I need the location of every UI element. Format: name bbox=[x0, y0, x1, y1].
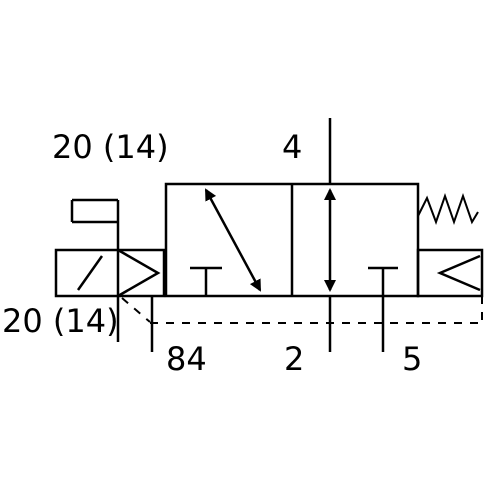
port-84-label: 84 bbox=[166, 340, 207, 378]
pilot-triangle bbox=[117, 248, 161, 298]
right-actuator bbox=[416, 192, 484, 298]
right-square-flow bbox=[324, 188, 398, 296]
left-square-flow bbox=[190, 188, 262, 296]
pilot-top-label: 20 (14) bbox=[52, 128, 169, 166]
diagonal-flow-arrow bbox=[204, 188, 262, 292]
solenoid-diagonal bbox=[76, 255, 104, 291]
pilot-left-label: 20 (14) bbox=[2, 302, 119, 340]
manual-override-symbol bbox=[70, 198, 120, 250]
valve-body bbox=[164, 182, 420, 298]
port-4-label: 4 bbox=[282, 128, 302, 166]
left-actuator bbox=[54, 248, 166, 298]
pilot-line-dashed bbox=[121, 296, 483, 324]
port-5-label: 5 bbox=[402, 340, 422, 378]
return-pilot-triangle bbox=[436, 254, 481, 292]
port-2-label: 2 bbox=[284, 340, 304, 378]
spring-symbol bbox=[417, 192, 479, 226]
